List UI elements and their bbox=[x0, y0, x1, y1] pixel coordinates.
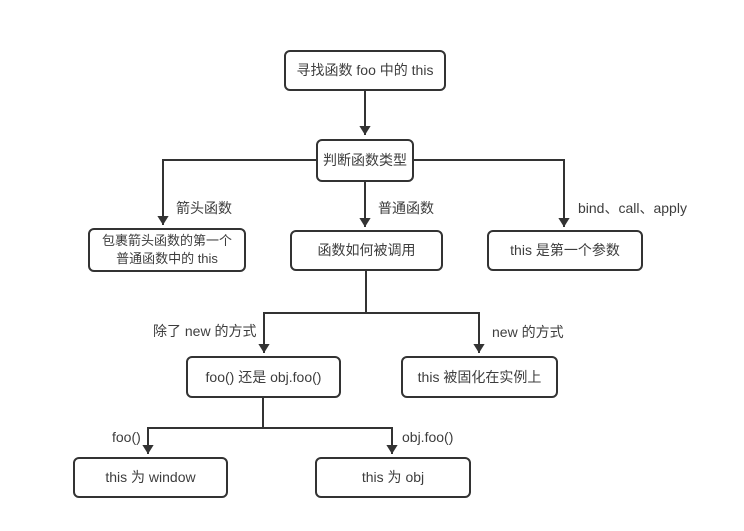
node-judge-function-type-label: 判断函数类型 bbox=[323, 152, 407, 168]
node-foo-or-objfoo-label: foo() 还是 obj.foo() bbox=[205, 368, 322, 385]
edge-label-normal-function: 普通函数 bbox=[378, 198, 434, 218]
node-arrow-function-result-line1: 包裹箭头函数的第一个 bbox=[101, 233, 232, 248]
edge-judge-to-arrow-result bbox=[157, 159, 316, 225]
node-this-is-first-param: this 是第一个参数 bbox=[487, 230, 643, 271]
edge-how-called-to-foo-or-objfoo bbox=[258, 271, 367, 353]
edge-how-called-to-fixed-instance bbox=[366, 312, 485, 353]
node-this-is-obj-label: this 为 obj bbox=[361, 469, 425, 485]
node-this-is-window-label: this 为 window bbox=[105, 469, 196, 485]
node-foo-or-objfoo: foo() 还是 obj.foo() bbox=[186, 356, 341, 398]
edge-foo-or-objfoo-to-this-window bbox=[142, 398, 264, 454]
node-arrow-function-result-line2: 普通函数中的 this bbox=[116, 251, 218, 266]
edge-label-arrow-function: 箭头函数 bbox=[176, 198, 232, 218]
edge-label-obj-foo-call: obj.foo() bbox=[402, 429, 454, 445]
node-this-is-obj: this 为 obj bbox=[315, 457, 471, 498]
edge-label-new-way: new 的方式 bbox=[492, 322, 564, 342]
node-arrow-function-result: 包裹箭头函数的第一个 普通函数中的 this bbox=[88, 228, 246, 272]
node-find-this: 寻找函数 foo 中的 this bbox=[284, 50, 446, 91]
node-this-is-first-param-label: this 是第一个参数 bbox=[510, 242, 620, 258]
node-judge-function-type: 判断函数类型 bbox=[316, 139, 414, 182]
node-this-fixed-on-instance-label: this 被固化在实例上 bbox=[417, 368, 542, 385]
node-this-fixed-on-instance: this 被固化在实例上 bbox=[401, 356, 558, 398]
edge-foo-or-objfoo-to-this-obj bbox=[263, 427, 398, 454]
node-how-function-called-label: 函数如何被调用 bbox=[317, 242, 416, 258]
edge-label-foo-call: foo() bbox=[112, 429, 141, 445]
edge-label-bind-call-apply: bind、call、apply bbox=[578, 198, 687, 218]
edge-label-not-new-way: 除了 new 的方式 bbox=[153, 321, 257, 341]
edge-judge-to-first-param bbox=[414, 159, 570, 227]
node-how-function-called: 函数如何被调用 bbox=[290, 230, 443, 271]
node-find-this-label: 寻找函数 foo 中的 this bbox=[296, 62, 434, 78]
node-this-is-window: this 为 window bbox=[73, 457, 228, 498]
